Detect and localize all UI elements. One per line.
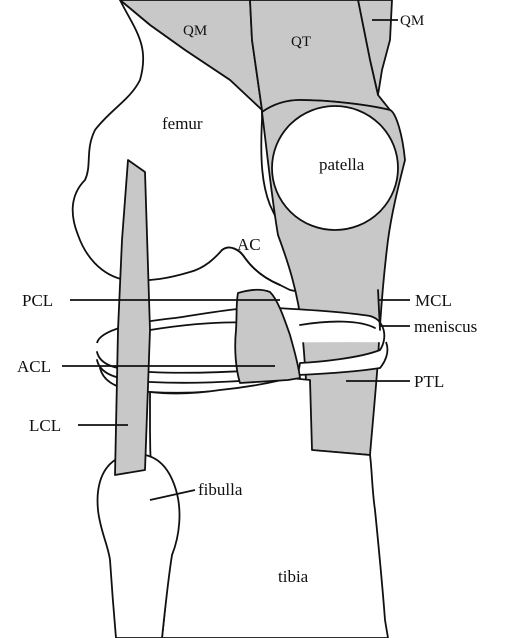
label-fibulla: fibulla [198,480,243,499]
cruciate-ligaments [235,290,300,383]
label-meniscus: meniscus [414,317,477,336]
label-qm-right: QM [400,13,424,29]
label-qt: QT [291,34,311,50]
label-ptl: PTL [414,372,444,391]
label-patella: patella [319,155,365,174]
label-tibia: tibia [278,567,309,586]
label-femur: femur [162,114,203,133]
label-qm-left: QM [183,23,207,39]
label-lcl: LCL [29,416,61,435]
label-ac: AC [237,235,261,254]
label-mcl: MCL [415,291,452,310]
label-pcl: PCL [22,291,53,310]
label-acl: ACL [17,357,51,376]
